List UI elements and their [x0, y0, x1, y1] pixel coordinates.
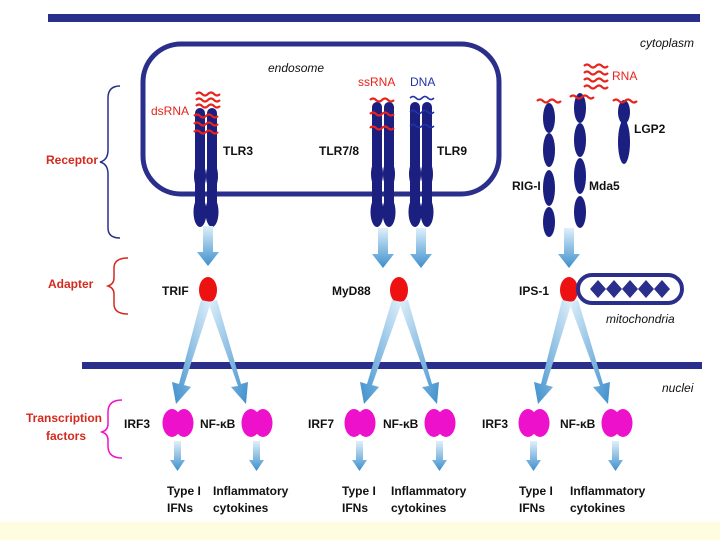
ifn-output-1-line2: IFNs	[167, 501, 193, 515]
rigi-rna-ligand	[535, 98, 563, 104]
nfkb-factor-1	[241, 409, 273, 437]
irf7-output-arrow	[352, 441, 367, 471]
irf3-output-arrow-3	[526, 441, 541, 471]
myd88-label: MyD88	[332, 284, 371, 298]
dsrna-label: dsRNA	[151, 104, 189, 118]
myd88-to-irf7-arrow	[360, 300, 402, 404]
tlr78-to-myd88-arrow	[372, 228, 394, 268]
ips1-adapter	[560, 277, 578, 303]
rigi-to-ips1-arrow	[558, 228, 580, 268]
tlr9-receptor	[408, 102, 434, 227]
nfkb-factor-2	[424, 409, 456, 437]
tlr78-label: TLR7/8	[319, 144, 359, 158]
trif-adapter	[199, 277, 217, 303]
myd88-to-nfkb-arrow	[399, 300, 439, 404]
rna-label: RNA	[612, 69, 637, 83]
lgp2-label: LGP2	[634, 122, 666, 136]
irf7-label: IRF7	[308, 417, 334, 431]
ifn-output-3-line1: Type I	[519, 484, 553, 498]
ips1-label: IPS-1	[519, 284, 549, 298]
tlr3-label: TLR3	[223, 144, 253, 158]
ips1-to-nfkb-arrow	[569, 300, 610, 404]
trif-to-nfkb-arrow	[208, 300, 248, 404]
cytokine-output-2-line2: cytokines	[391, 501, 447, 515]
trif-label: TRIF	[162, 284, 189, 298]
irf3-factor-1	[162, 409, 194, 437]
tlr9-to-myd88-arrow	[410, 228, 432, 268]
pathway-diagram: cytoplasm nuclei endosome Receptor Adapt…	[26, 14, 702, 515]
ifn-output-3-line2: IFNs	[519, 501, 545, 515]
transcription-bracket	[99, 399, 123, 459]
receptor-row-label: Receptor	[46, 153, 98, 167]
cytokine-output-3-line1: Inflammatory	[570, 484, 646, 498]
nfkb-factor-3	[601, 409, 633, 437]
footer-band	[0, 522, 720, 540]
tlr3-to-trif-arrow	[197, 226, 219, 266]
nuclei-label: nuclei	[662, 381, 694, 395]
tlr3-receptor	[193, 108, 219, 227]
nuclear-membrane	[82, 362, 702, 369]
nfkb-label-2: NF-κB	[383, 417, 419, 431]
ssrna-label: ssRNA	[358, 75, 395, 89]
irf7-factor	[344, 409, 376, 437]
cytoplasm-membrane	[48, 14, 700, 22]
lgp2-rna-ligand	[611, 98, 639, 104]
cytokine-output-2-line1: Inflammatory	[391, 484, 467, 498]
mda5-label: Mda5	[589, 179, 620, 193]
cytokine-output-3-line2: cytokines	[570, 501, 626, 515]
transcription-row-label-2: factors	[46, 429, 86, 443]
cytokine-output-1-line2: cytokines	[213, 501, 269, 515]
ips1-to-irf3-arrow	[534, 300, 572, 404]
rigi-label: RIG-I	[512, 179, 541, 193]
tlr78-receptor	[370, 102, 396, 227]
dna-label: DNA	[410, 75, 435, 89]
trif-to-irf3-arrow	[172, 300, 211, 404]
endosome-label: endosome	[268, 61, 324, 75]
nfkb-output-arrow-3	[608, 441, 623, 471]
myd88-adapter	[390, 277, 408, 303]
irf3-label-1: IRF3	[124, 417, 150, 431]
adapter-bracket	[105, 257, 129, 315]
cytokine-output-1-line1: Inflammatory	[213, 484, 289, 498]
endosome-compartment	[140, 41, 502, 197]
mitochondrion	[576, 273, 684, 305]
ifn-output-2-line2: IFNs	[342, 501, 368, 515]
transcription-row-label-1: Transcription	[26, 411, 102, 425]
mda5-receptor	[574, 93, 586, 228]
nfkb-output-arrow-2	[432, 441, 447, 471]
nfkb-label-1: NF-κB	[200, 417, 236, 431]
mitochondria-label: mitochondria	[606, 312, 675, 326]
tlr9-label: TLR9	[437, 144, 467, 158]
receptor-bracket	[99, 85, 121, 239]
irf3-factor-3	[518, 409, 550, 437]
ifn-output-2-line1: Type I	[342, 484, 376, 498]
irf3-label-3: IRF3	[482, 417, 508, 431]
ifn-output-1-line1: Type I	[167, 484, 201, 498]
adapter-row-label: Adapter	[48, 277, 94, 291]
cytoplasm-label: cytoplasm	[640, 36, 694, 50]
nfkb-output-arrow-1	[249, 441, 264, 471]
nfkb-label-3: NF-κB	[560, 417, 596, 431]
rigi-receptor	[543, 103, 555, 237]
lgp2-receptor	[618, 100, 630, 164]
rna-ligand	[568, 63, 610, 100]
irf3-output-arrow-1	[170, 441, 185, 471]
